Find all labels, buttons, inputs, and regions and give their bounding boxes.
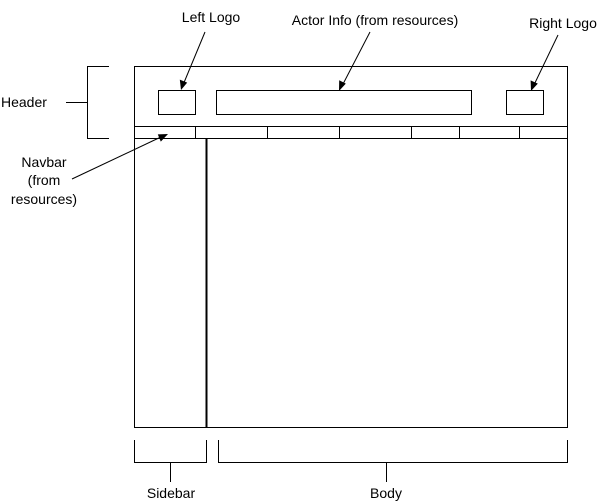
body-label: Body (370, 485, 402, 501)
page-frame (134, 66, 568, 428)
navbar-callout (71, 134, 168, 180)
navbar-label-line-1: Navbar (21, 154, 66, 170)
sidebar-bracket (134, 440, 207, 463)
navbar-label-line-2: (from (28, 172, 61, 188)
left-logo-callout (179, 31, 206, 90)
right-logo-label: Right Logo (529, 15, 597, 31)
body-bracket (218, 440, 568, 463)
sidebar-label: Sidebar (147, 485, 196, 501)
left-logo-box (158, 90, 196, 115)
left-logo-label: Left Logo (182, 9, 241, 25)
header-bracket (87, 66, 109, 139)
right-logo-box (506, 90, 544, 115)
navbar-label-line-3: resources) (11, 191, 77, 207)
navbar-dividers (195, 126, 520, 139)
actor-info-label: Actor Info (from resources) (292, 12, 459, 28)
header-label: Header (1, 94, 47, 110)
right-logo-callout (530, 34, 559, 91)
actor-info-callout (339, 31, 371, 91)
actor-info-box (216, 90, 472, 115)
navbar-strip (134, 126, 568, 139)
